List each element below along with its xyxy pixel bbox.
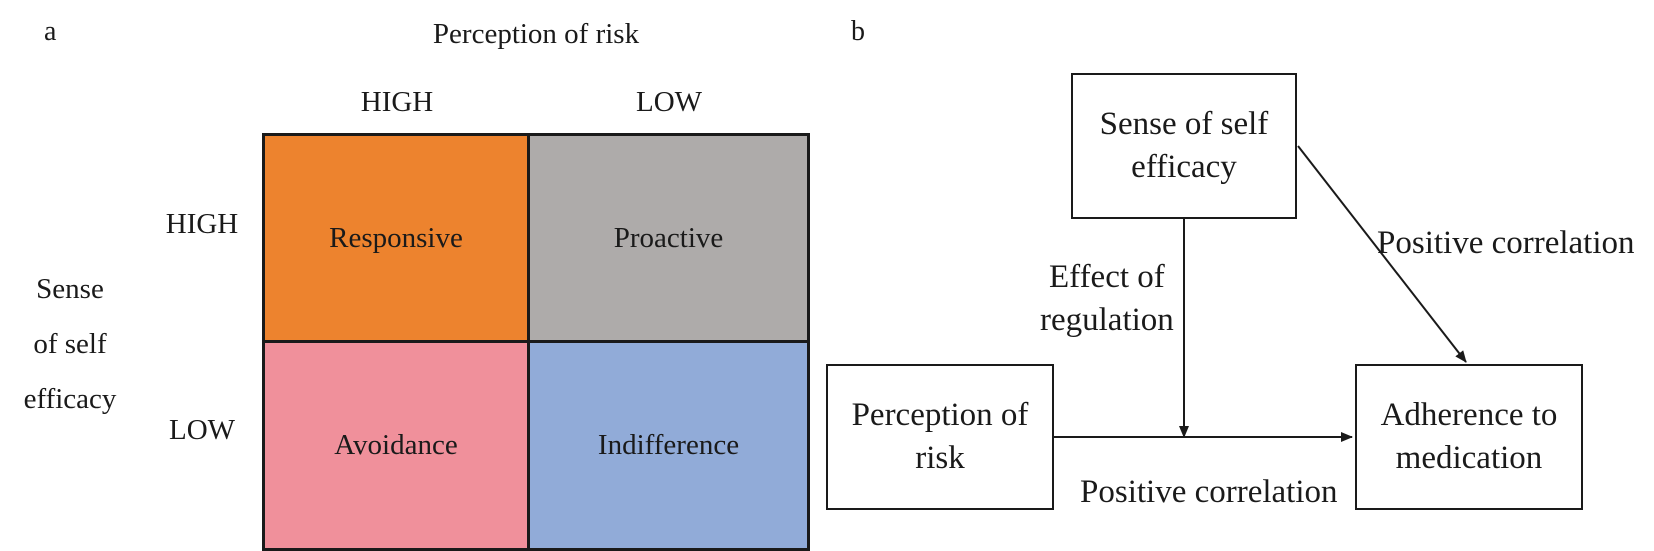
cell-avoidance: Avoidance xyxy=(265,343,530,548)
effect-of-regulation-label: Effect of regulation xyxy=(1040,256,1174,342)
box-risk-line1: Perception of xyxy=(851,397,1029,434)
box-risk-line2: risk xyxy=(915,440,965,476)
cell-proactive: Proactive xyxy=(530,136,807,343)
box-perception-of-risk: Perception of risk xyxy=(826,364,1054,510)
self-efficacy-axis-title-line1: Sense xyxy=(36,273,104,305)
cell-indifference-label: Indifference xyxy=(597,429,740,461)
panel-a-label: a xyxy=(44,16,57,47)
cell-proactive-label: Proactive xyxy=(613,221,724,254)
bottom-positive-correlation-label: Positive correlation xyxy=(1080,474,1338,510)
box-adherence-line2: medication xyxy=(1395,440,1543,476)
box-adherence-line1: Adherence to xyxy=(1380,397,1558,434)
box-sense-of-self-efficacy: Sense of self efficacy xyxy=(1071,73,1297,219)
box-sense-line1: Sense of self xyxy=(1099,106,1269,143)
cell-avoidance-label: Avoidance xyxy=(334,429,458,461)
perception-of-risk-axis-title: Perception of risk xyxy=(432,18,640,50)
cell-responsive-label: Responsive xyxy=(329,221,463,254)
efficacy-to-adherence-arrow xyxy=(1297,145,1467,363)
box-sense-line2: efficacy xyxy=(1131,149,1237,185)
diagonal-positive-correlation-label: Positive correlation xyxy=(1377,225,1635,261)
row-header-high: HIGH xyxy=(165,208,239,240)
self-efficacy-axis-title-line2: of self xyxy=(33,328,107,360)
regulation-line1: Effect of xyxy=(1049,259,1165,295)
col-header-high: HIGH xyxy=(360,86,434,118)
regulation-line2: regulation xyxy=(1040,301,1174,338)
self-efficacy-axis-title-line3: efficacy xyxy=(23,383,117,415)
cell-responsive: Responsive xyxy=(265,136,530,343)
cell-indifference: Indifference xyxy=(530,343,807,548)
panel-b-label: b xyxy=(851,16,865,47)
col-header-low: LOW xyxy=(635,86,703,118)
risk-efficacy-matrix: Responsive Proactive Avoidance Indiffere… xyxy=(262,133,810,551)
box-adherence-to-medication: Adherence to medication xyxy=(1355,364,1583,510)
row-header-low: LOW xyxy=(168,414,236,446)
